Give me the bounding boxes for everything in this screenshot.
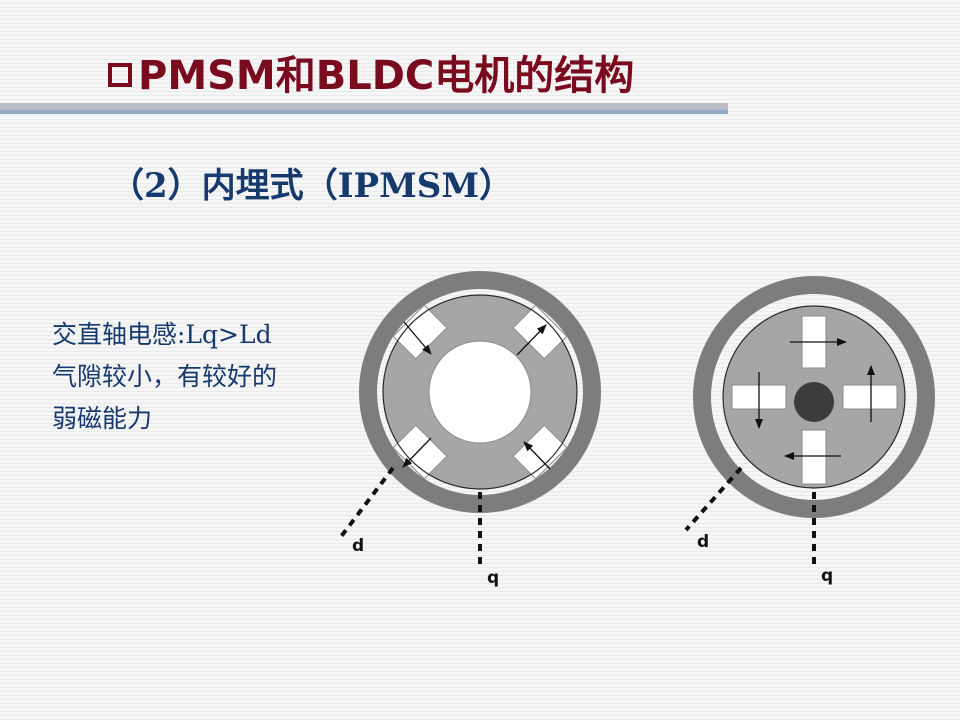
right-motor-diagram: d q: [684, 276, 935, 586]
right-q-axis-label: q: [821, 566, 833, 586]
right-magnet-arrows: [755, 338, 875, 460]
magnet-arrow: [523, 441, 551, 470]
description-text: 交直轴电感:Lq>Ld 气隙较小，有较好的 弱磁能力: [52, 314, 352, 440]
magnet-arrow: [402, 437, 432, 468]
left-d-axis-label: d: [352, 536, 364, 556]
left-airgap-line: [382, 294, 578, 490]
magnet-slot-right: [842, 384, 898, 410]
title-underline-accent: [0, 110, 728, 114]
left-rotor-bore: [428, 340, 532, 444]
slide-subtitle: （2）内埋式（IPMSM）: [110, 166, 513, 206]
left-stator-ring: [359, 271, 601, 513]
description-line: 交直轴电感:Lq>Ld: [52, 320, 272, 349]
left-magnet-arrows: [402, 321, 551, 470]
description-line: 弱磁能力: [52, 404, 153, 433]
magnet-arrow: [403, 321, 432, 355]
square-bullet-icon: [108, 63, 132, 87]
slide-title: PMSM和BLDC电机的结构: [108, 52, 634, 100]
magnet-slot-bottom: [801, 429, 827, 485]
magnet-slot-bottom-right: [512, 424, 568, 480]
description-line: 气隙较小，有较好的: [52, 362, 278, 391]
left-d-axis: [338, 466, 395, 540]
right-shaft: [794, 382, 834, 422]
magnet-slot-top-left: [392, 304, 448, 360]
left-q-axis-label: q: [487, 568, 499, 588]
left-motor-diagram: d q: [338, 271, 601, 588]
right-d-axis-label: d: [697, 532, 709, 552]
slide-title-text: PMSM和BLDC电机的结构: [138, 53, 635, 99]
magnet-arrow: [516, 324, 547, 356]
title-underline: [0, 103, 728, 110]
right-d-axis: [684, 466, 743, 532]
